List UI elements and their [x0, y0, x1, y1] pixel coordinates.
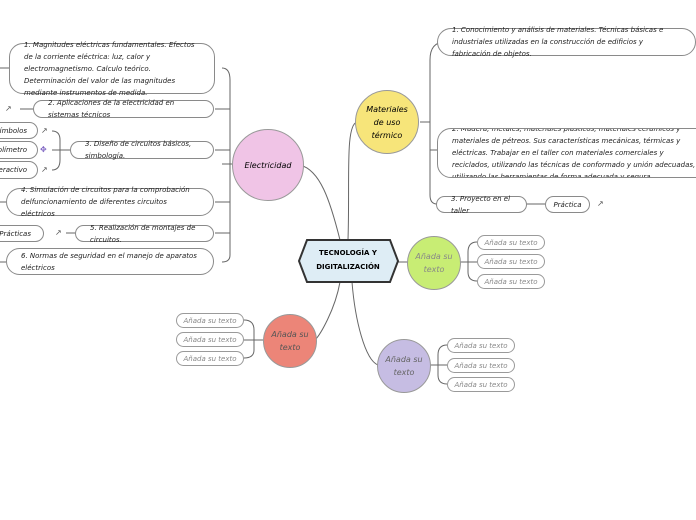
elec-sub-practicas[interactable]: Prácticas	[0, 225, 44, 242]
elec-sub-polimetro[interactable]: polímetro	[0, 141, 38, 159]
purple-item[interactable]: Añada su texto	[447, 377, 515, 392]
topic-red[interactable]: Añada su texto	[263, 314, 317, 368]
purple-item[interactable]: Añada su texto	[447, 358, 515, 373]
mat-item-1[interactable]: 1. Conocimiento y análisis de materiales…	[437, 26, 696, 58]
link-icon[interactable]: ↗	[55, 228, 62, 237]
topic-green[interactable]: Añada su texto	[407, 236, 461, 290]
green-item[interactable]: Añada su texto	[477, 274, 545, 289]
attachment-icon[interactable]: ✥	[40, 145, 47, 154]
elec-item-2[interactable]: 2. Aplicaciones de la electricidad en si…	[33, 99, 214, 119]
topic-electricidad[interactable]: Electricidad	[232, 129, 304, 201]
topic-materiales[interactable]: Materiales de uso térmico	[355, 90, 419, 154]
elec-sub-interactivo[interactable]: teractivo	[0, 161, 38, 179]
elec-item-1[interactable]: 1. Magnitudes eléctricas fundamentales. …	[9, 41, 215, 97]
elec-item-6[interactable]: 6. Normas de seguridad en el manejo de a…	[6, 248, 214, 275]
topic-purple[interactable]: Añada su texto	[377, 339, 431, 393]
green-item[interactable]: Añada su texto	[477, 235, 545, 250]
central-topic-label: TECNOLOGÍA Y DIGITALIZACIÓN	[316, 249, 380, 271]
link-icon[interactable]: ↗	[5, 104, 12, 113]
red-item[interactable]: Añada su texto	[176, 351, 244, 366]
elec-item-4[interactable]: 4. Simulación de circuitos para la compr…	[6, 186, 214, 218]
red-item[interactable]: Añada su texto	[176, 332, 244, 347]
red-item[interactable]: Añada su texto	[176, 313, 244, 328]
link-icon[interactable]: ↗	[597, 199, 604, 208]
green-item[interactable]: Añada su texto	[477, 254, 545, 269]
elec-sub-simbolos[interactable]: símbolos	[0, 122, 38, 139]
elec-item-5[interactable]: 5. Realización de montajes de circuitos.	[75, 224, 214, 244]
mat-item-2[interactable]: 2. Madera, metales, materiales plásticos…	[437, 128, 696, 178]
purple-item[interactable]: Añada su texto	[447, 338, 515, 353]
elec-item-3[interactable]: 3. Diseño de circuitos básicos, simbolog…	[70, 140, 214, 160]
link-icon[interactable]: ↗	[41, 126, 48, 135]
mat-sub-practica[interactable]: Práctica	[545, 196, 590, 213]
link-icon[interactable]: ↗	[41, 165, 48, 174]
mat-item-3[interactable]: 3. Proyecto en el taller	[436, 195, 527, 215]
